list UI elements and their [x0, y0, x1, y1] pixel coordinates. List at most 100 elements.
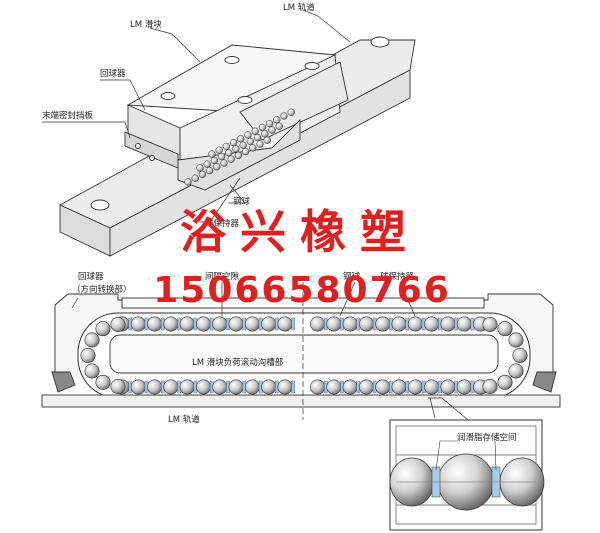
section-ball — [326, 316, 342, 332]
rail-hole-front — [90, 199, 110, 211]
iso-ball — [244, 131, 252, 139]
iso-ball — [261, 130, 269, 138]
section-ball — [342, 379, 358, 395]
iso-ball — [234, 151, 243, 160]
section-ball — [95, 374, 111, 390]
label-end-seal: 末端密封挡板 — [42, 110, 94, 121]
section-ball — [84, 332, 100, 348]
section-ball — [407, 379, 423, 395]
iso-ball — [256, 140, 264, 148]
section-ball — [440, 316, 456, 332]
iso-ball — [273, 116, 281, 124]
section-ball — [196, 316, 212, 332]
section-leaders — [71, 281, 436, 419]
block-hole-2 — [224, 56, 240, 64]
label-return-unit-section: 回球器 — [78, 271, 104, 282]
section-ball — [163, 316, 179, 332]
section-ball — [244, 316, 260, 332]
section-ball — [147, 379, 163, 395]
block-hole-1 — [160, 92, 176, 100]
section-ball — [456, 379, 472, 395]
section-ball — [84, 363, 100, 379]
section-ball — [440, 379, 456, 395]
section-ball — [310, 379, 326, 395]
iso-ball — [184, 178, 192, 186]
label-ball-retainer-section: 球保持器 — [380, 271, 415, 282]
label-spacer-gap: 间隔空隙 — [205, 271, 240, 282]
iso-ball — [251, 127, 259, 135]
section-ball — [212, 316, 228, 332]
section-ball — [508, 332, 524, 348]
iso-ball — [263, 136, 271, 144]
iso-ball — [215, 146, 223, 154]
iso-ball — [265, 119, 274, 128]
watermark-company: 浴兴橡塑 — [180, 205, 420, 259]
section-ball — [110, 316, 126, 332]
label-lm-block: LM 滑块 — [130, 19, 162, 30]
iso-ball — [210, 156, 219, 165]
iso-ball — [237, 135, 245, 143]
iso-ball — [222, 142, 231, 151]
iso-ball — [229, 138, 238, 147]
label-return-unit-top: 回球器 — [100, 68, 126, 79]
iso-ball — [205, 166, 214, 175]
iso-ball — [196, 164, 204, 172]
rail-hole-back — [370, 36, 390, 48]
label-return-unit-sub: （方向转换部） — [72, 284, 132, 295]
iso-ball — [246, 137, 255, 146]
section-ball — [244, 379, 260, 395]
section-ball — [508, 363, 524, 379]
label-rail-section: LM 轨道 — [168, 414, 200, 425]
section-ball — [110, 378, 126, 394]
section-ball — [277, 379, 293, 395]
section-ball — [130, 379, 146, 395]
iso-ball — [258, 123, 267, 132]
section-ball — [212, 379, 228, 395]
section-ball — [179, 379, 195, 395]
section-ball — [358, 316, 374, 332]
section-ball — [95, 321, 111, 337]
iso-ball — [220, 159, 228, 167]
section-ball — [342, 316, 358, 332]
section-ball — [375, 379, 391, 395]
iso-ball-chain — [184, 108, 295, 186]
section-ball — [497, 321, 513, 337]
top-leaders — [42, 9, 351, 223]
section-ball — [358, 379, 374, 395]
iso-ball — [241, 147, 250, 156]
section-ball — [375, 316, 391, 332]
section-ball — [497, 374, 513, 390]
section-ball — [424, 316, 440, 332]
section-ball — [407, 316, 423, 332]
ball-retainer-spacer — [291, 317, 295, 331]
seal-right — [532, 371, 557, 393]
label-steel-ball-top: 钢球 — [233, 196, 251, 207]
section-ball — [310, 316, 326, 332]
iso-ball — [249, 144, 257, 152]
iso-ball — [280, 112, 288, 120]
label-steel-ball-section: 钢球 — [343, 271, 361, 282]
section-ball — [80, 347, 96, 363]
section-ball — [391, 379, 407, 395]
section-ball — [130, 316, 146, 332]
section-ball — [163, 379, 179, 395]
section-ball — [391, 316, 407, 332]
rail-section — [41, 394, 561, 408]
section-ball — [261, 379, 277, 395]
section-ball — [196, 379, 212, 395]
section-ball — [512, 347, 528, 363]
iso-ball — [208, 150, 216, 158]
iso-ball — [225, 149, 233, 157]
section-ball — [228, 379, 244, 395]
label-grease-pocket: 润滑脂存储空间 — [457, 432, 517, 443]
section-ball — [228, 316, 244, 332]
section-ball — [179, 316, 195, 332]
iso-ball — [217, 152, 226, 161]
section-ball — [482, 316, 498, 332]
label-load-groove: LM 滑块负荷滚动沟槽部 — [192, 357, 284, 368]
section-ball — [456, 316, 472, 332]
block-hole-4 — [304, 62, 320, 70]
isometric-view — [59, 36, 416, 257]
